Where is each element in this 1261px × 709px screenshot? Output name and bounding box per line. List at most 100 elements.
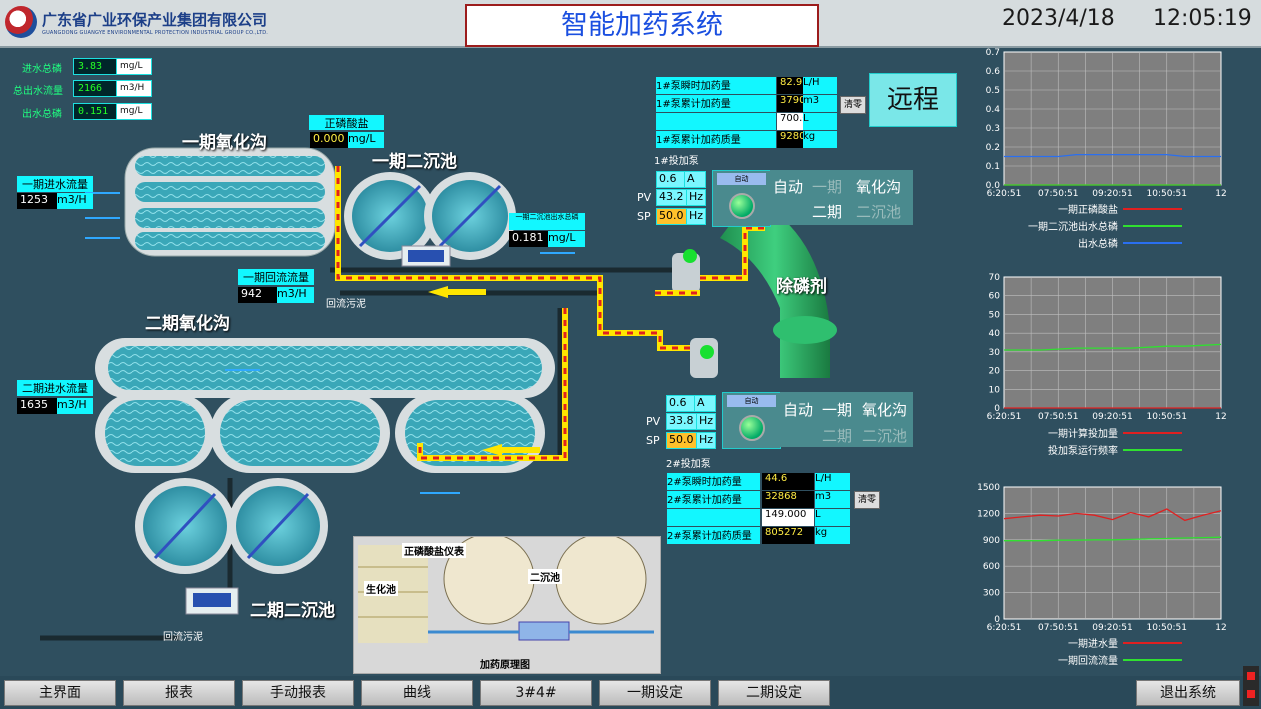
pump1-target-clarifier[interactable]: 二沉池 bbox=[856, 203, 902, 221]
chart-0-xtick: 10:50:51 bbox=[1147, 189, 1187, 199]
pump2-row4-value: 805272 bbox=[762, 527, 814, 544]
nav-phase2-settings-button[interactable]: 二期设定 bbox=[718, 680, 830, 706]
chart-2-xtick: 12 bbox=[1215, 623, 1226, 633]
chart-0-ytick: 0.2 bbox=[986, 143, 1000, 153]
pump2-target-phase2[interactable]: 二期 bbox=[822, 427, 853, 445]
pump1-current-unit: A bbox=[684, 171, 706, 188]
tray-icon-2[interactable] bbox=[1247, 690, 1255, 698]
chart-1-ytick: 30 bbox=[989, 348, 1001, 358]
pump1-row1-value: 82.9 bbox=[777, 77, 804, 94]
dosing-schematic: 正磷酸盐仪表 生化池 二沉池 加药原理图 bbox=[353, 536, 661, 674]
chart-2-ytick: 1200 bbox=[977, 509, 1000, 519]
phase2-ditch-shape bbox=[95, 338, 555, 473]
pump2-auto-panel[interactable]: 自动 bbox=[722, 392, 781, 449]
pump2-target-clarifier[interactable]: 二沉池 bbox=[862, 427, 908, 445]
pump1-reset-button[interactable]: 清零 bbox=[840, 96, 866, 114]
pump1-target-phase2[interactable]: 二期 bbox=[812, 203, 843, 221]
nav-exit-button[interactable]: 退出系统 bbox=[1136, 680, 1240, 706]
pump2-reset-button[interactable]: 清零 bbox=[854, 491, 880, 509]
chart-0-ytick: 0.7 bbox=[986, 48, 1000, 58]
pump2-sp-label: SP bbox=[646, 434, 660, 447]
return1-label: 一期回流流量 bbox=[238, 269, 314, 285]
phase1-out-tp-unit: mg/L bbox=[548, 231, 585, 247]
pump1-shape bbox=[672, 249, 700, 293]
pump1-row3-value: 700.000 bbox=[777, 113, 821, 130]
pump1-auto-button[interactable]: 自动 bbox=[717, 173, 766, 185]
chemical-tank-label: 除磷剂 bbox=[776, 277, 827, 297]
tray-icon-1[interactable] bbox=[1247, 672, 1255, 680]
time-display: 12:05:19 bbox=[1153, 6, 1252, 31]
pump2-current-unit: A bbox=[694, 395, 716, 412]
pump1-pv-label: PV bbox=[637, 191, 652, 204]
pump1-row2-unit: m3 bbox=[803, 95, 837, 112]
total-outflow-label: 总出水流量 bbox=[13, 86, 63, 97]
process-diagram bbox=[30, 147, 837, 641]
inflow1-label: 一期进水流量 bbox=[17, 176, 93, 192]
pump1-target-phase1[interactable]: 一期 bbox=[812, 178, 843, 196]
pump1-row4-label: 1#泵累计加药质量 bbox=[656, 131, 776, 148]
nav-report-button[interactable]: 报表 bbox=[123, 680, 235, 706]
chart-0-ytick: 0.0 bbox=[986, 181, 1001, 191]
pump1-row4-unit: kg bbox=[803, 131, 837, 148]
pump2-row1-label: 2#泵瞬时加药量 bbox=[667, 473, 760, 490]
total-outflow-value: 2166 bbox=[73, 80, 118, 97]
chart-1-ytick: 0 bbox=[994, 404, 1000, 414]
pump2-target-ditch[interactable]: 氧化沟 bbox=[862, 401, 908, 419]
schematic-title: 加药原理图 bbox=[480, 660, 530, 671]
pump1-current-value: 0.6 bbox=[656, 171, 685, 188]
inflow-tp-unit: mg/L bbox=[116, 58, 152, 75]
pump1-pv-unit: Hz bbox=[686, 189, 706, 206]
chart-1-ytick: 10 bbox=[989, 385, 1001, 395]
company-logo bbox=[5, 6, 37, 38]
pump2-target-panel: 自动 一期 氧化沟 二期 二沉池 bbox=[780, 392, 913, 447]
nav-main-button[interactable]: 主界面 bbox=[4, 680, 116, 706]
return-sludge-label-2: 回流污泥 bbox=[163, 632, 203, 643]
pump2-pv-value: 33.8 bbox=[666, 413, 699, 430]
pump2-row2-value: 32868 bbox=[762, 491, 814, 508]
total-outflow-unit: m3/H bbox=[116, 80, 152, 97]
chart-2-ytick: 900 bbox=[983, 536, 1000, 546]
pump2-shape bbox=[690, 338, 718, 378]
chart-0-legend-2-label: 出水总磷 bbox=[1078, 237, 1118, 250]
nav-phase1-settings-button[interactable]: 一期设定 bbox=[599, 680, 711, 706]
chart-2-xtick: 07:50:51 bbox=[1038, 623, 1078, 633]
pump2-pv-label: PV bbox=[646, 415, 661, 428]
return-sludge-label-1: 回流污泥 bbox=[326, 299, 366, 310]
return1-unit: m3/H bbox=[277, 287, 314, 303]
chart-2-ytick: 0 bbox=[994, 615, 1000, 625]
outflow-tp-label: 出水总磷 bbox=[22, 109, 62, 120]
chart-1-xtick: 6:20:51 bbox=[987, 412, 1022, 422]
taskbar-tray bbox=[1243, 666, 1259, 706]
chart-1-legend-0-label: 一期计算投加量 bbox=[1048, 427, 1118, 440]
pump2-status-lamp bbox=[739, 415, 765, 441]
pump2-target-phase1[interactable]: 一期 bbox=[822, 401, 853, 419]
chart-2-ytick: 1500 bbox=[977, 483, 1000, 493]
pump1-sp-input[interactable]: 50.0 bbox=[656, 208, 689, 225]
pump1-sp-unit: Hz bbox=[686, 208, 706, 225]
pump2-sp-input[interactable]: 50.0 bbox=[666, 432, 699, 449]
inflow2-value: 1635 bbox=[17, 398, 57, 414]
chart-2-xtick: 09:20:51 bbox=[1092, 623, 1132, 633]
pump1-auto-panel[interactable]: 自动 bbox=[712, 170, 771, 227]
pump1-status-lamp bbox=[729, 193, 755, 219]
chart-1-xtick: 07:50:51 bbox=[1038, 412, 1078, 422]
chart-1-xtick: 09:20:51 bbox=[1092, 412, 1132, 422]
phase2-ditch-label: 二期氧化沟 bbox=[145, 314, 230, 334]
pump1-target-panel: 自动 一期 氧化沟 二期 二沉池 bbox=[770, 170, 913, 225]
pump1-row4-value: 928078 bbox=[777, 131, 818, 148]
pump1-mode-label: 自动 bbox=[773, 178, 804, 196]
nav-pump34-button[interactable]: 3#4# bbox=[480, 680, 592, 706]
schematic-bio-label: 生化池 bbox=[364, 581, 398, 596]
pump1-target-ditch[interactable]: 氧化沟 bbox=[856, 178, 902, 196]
nav-manual-report-button[interactable]: 手动报表 bbox=[242, 680, 354, 706]
pump2-row1-unit: L/H bbox=[815, 473, 850, 490]
outflow-tp-unit: mg/L bbox=[116, 103, 152, 120]
phase1-clarifier-label: 一期二沉池 bbox=[372, 152, 457, 172]
chart-0-ytick: 0.1 bbox=[986, 162, 1000, 172]
pump2-auto-button[interactable]: 自动 bbox=[727, 395, 776, 407]
chart-2-xtick: 10:50:51 bbox=[1147, 623, 1187, 633]
pump2-row3-label bbox=[667, 509, 760, 526]
nav-curve-button[interactable]: 曲线 bbox=[361, 680, 473, 706]
chart-0-series-2-line bbox=[1004, 153, 1221, 158]
pump1-name: 1#投加泵 bbox=[654, 156, 699, 167]
